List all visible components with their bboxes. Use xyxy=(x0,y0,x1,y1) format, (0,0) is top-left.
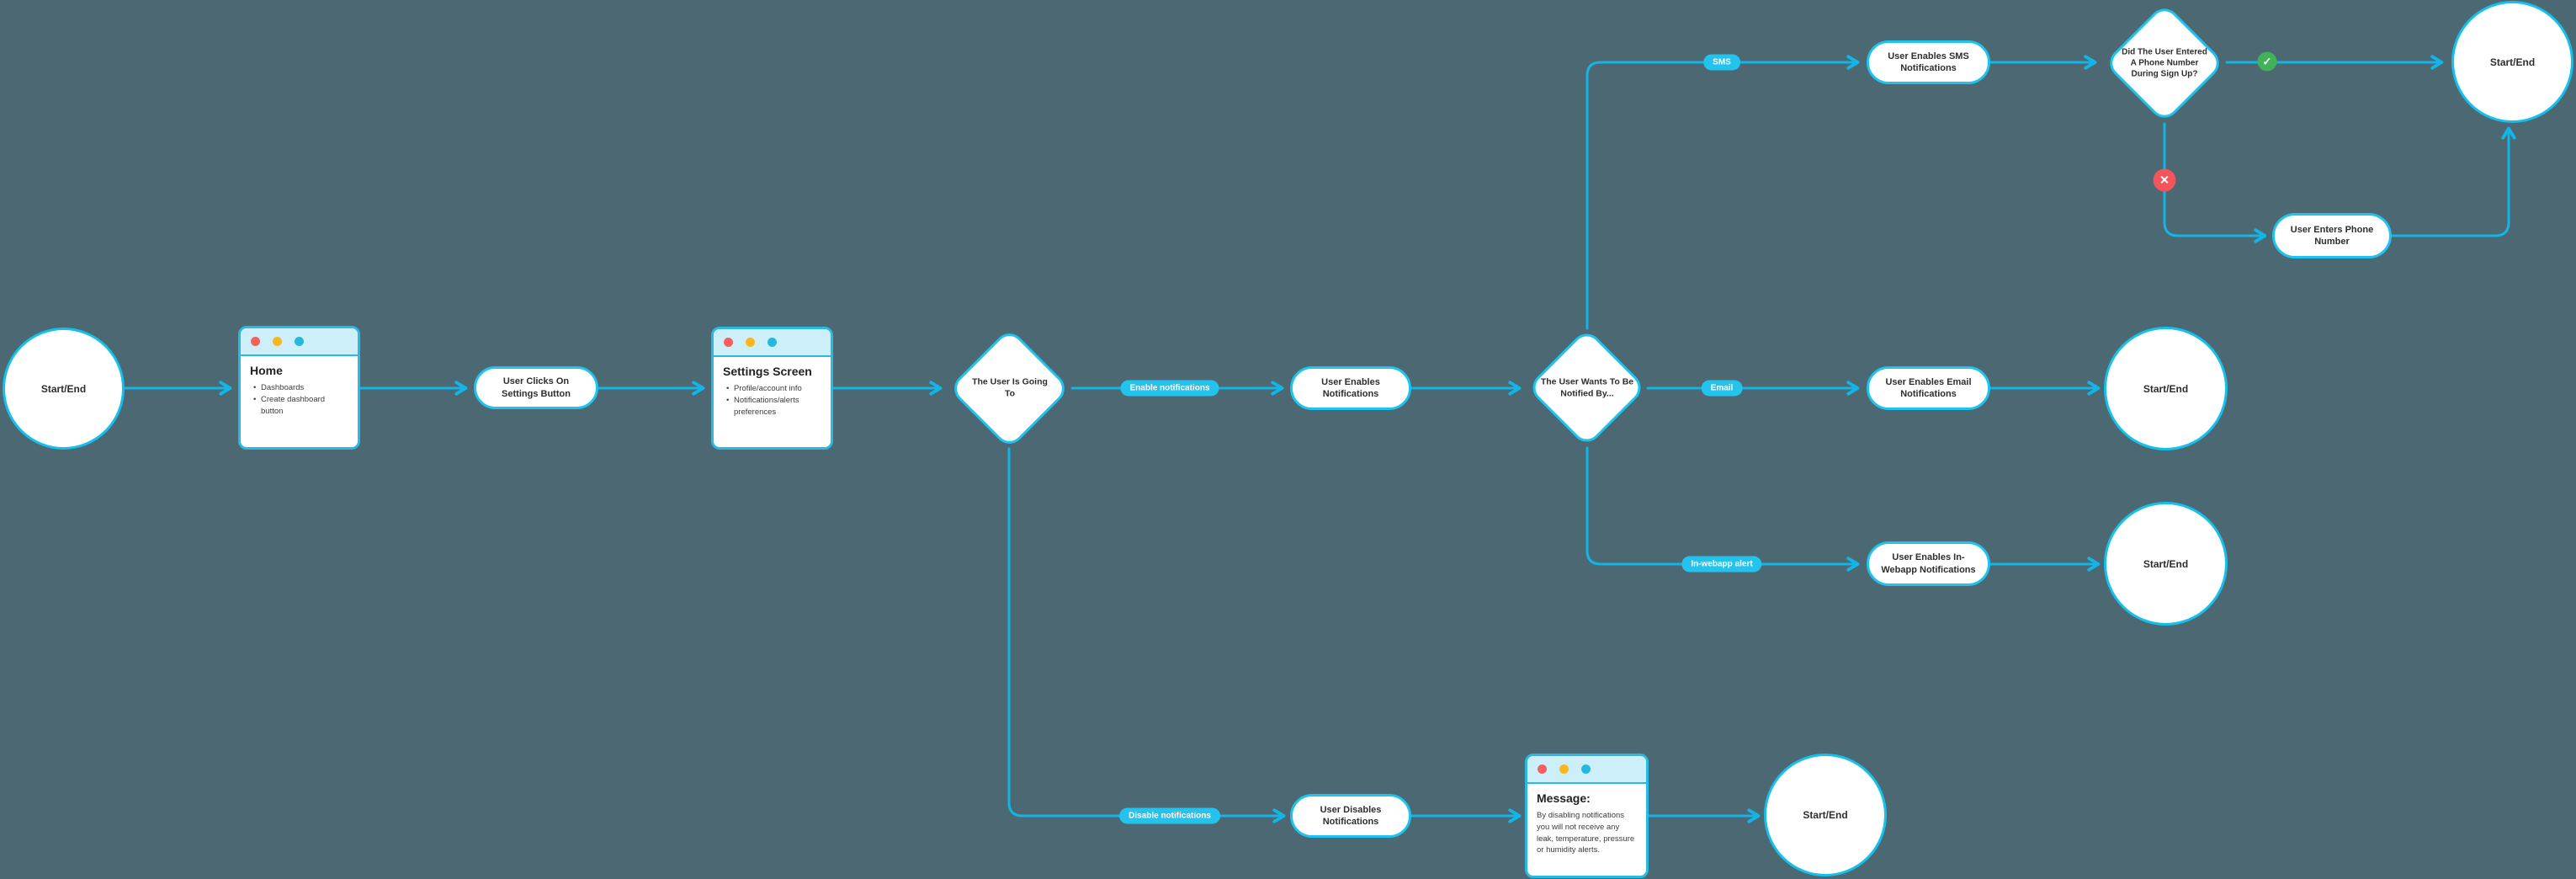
process-user-enables-webapp: User Enables In-Webapp Notifications xyxy=(1867,541,1990,586)
settings-window: Settings Screen Profile/account info Not… xyxy=(711,327,833,450)
node-label: User Enables Notifications xyxy=(1321,376,1380,399)
list-item: Profile/account info xyxy=(726,383,821,395)
message-window-title: Message: xyxy=(1537,791,1591,805)
message-window: Message: By disabling notifications you … xyxy=(1525,754,1649,878)
node-label: Start/End xyxy=(2143,382,2189,395)
edge-phone-to-end xyxy=(2390,126,2516,237)
edge-label-enable-notifications: Enable notifications xyxy=(1120,380,1219,397)
start-end-node-email: Start/End xyxy=(2104,327,2228,450)
edge-decision2-sms xyxy=(1585,55,1860,330)
home-window-title: Home xyxy=(250,364,283,377)
decision-label: The User Wants To Be Notified By... xyxy=(1540,376,1634,398)
cross-icon: ✕ xyxy=(2153,168,2176,192)
edge-label-email: Email xyxy=(1701,380,1743,397)
start-end-node-webapp: Start/End xyxy=(2104,502,2228,626)
start-end-node-sms: Start/End xyxy=(2451,1,2573,123)
window-dot-cyan-icon xyxy=(1581,764,1591,774)
start-end-node-disable: Start/End xyxy=(1764,754,1887,876)
home-window-list: Dashboards Create dashboard button xyxy=(250,382,348,417)
settings-window-titlebar xyxy=(714,329,831,357)
check-icon: ✓ xyxy=(2257,51,2277,72)
settings-window-list: Profile/account info Notifications/alert… xyxy=(723,383,821,418)
window-dot-yellow-icon xyxy=(1559,764,1569,774)
edge-decision2-webapp xyxy=(1585,446,1860,572)
window-dot-yellow-icon xyxy=(273,337,282,346)
node-label: User Clicks On Settings Button xyxy=(502,376,571,399)
decision-label: The User Is Going To xyxy=(972,376,1048,398)
node-label: User Enables SMS Notifications xyxy=(1888,51,1969,73)
node-label: User Enables In-Webapp Notifications xyxy=(1881,552,1976,575)
start-end-node-main: Start/End xyxy=(3,328,125,450)
message-window-body: By disabling notifications you will not … xyxy=(1537,811,1635,855)
process-user-enables-notifications: User Enables Notifications xyxy=(1290,366,1411,410)
node-label: Start/End xyxy=(40,382,87,395)
window-dot-cyan-icon xyxy=(767,338,777,347)
node-label: User Enables Email Notifications xyxy=(1885,376,1972,399)
process-user-disables-notifications: User Disables Notifications xyxy=(1290,794,1411,838)
window-dot-red-icon xyxy=(1538,764,1547,774)
window-dot-yellow-icon xyxy=(746,338,755,347)
edge-label-disable-notifications: Disable notifications xyxy=(1119,807,1220,824)
node-label: User Enters Phone Number xyxy=(2290,224,2374,247)
node-label: Start/End xyxy=(1803,809,1848,821)
decision-label: Did The User Entered A Phone Number Duri… xyxy=(2122,47,2207,79)
window-dot-cyan-icon xyxy=(295,337,304,346)
home-window: Home Dashboards Create dashboard button xyxy=(238,326,360,450)
message-window-titlebar xyxy=(1527,756,1646,784)
edge-decision1-disable xyxy=(1007,447,1286,823)
window-dot-red-icon xyxy=(251,337,260,346)
list-item: Notifications/alerts preferences xyxy=(726,395,821,418)
settings-window-title: Settings Screen xyxy=(723,365,812,378)
node-label: User Disables Notifications xyxy=(1320,804,1382,827)
edge-label-webapp-alert: In-webapp alert xyxy=(1681,556,1762,573)
home-window-titlebar xyxy=(241,328,358,356)
process-user-enters-phone: User Enters Phone Number xyxy=(2272,213,2392,258)
process-user-clicks-settings: User Clicks On Settings Button xyxy=(474,366,598,409)
edge-label-sms: SMS xyxy=(1703,54,1740,71)
list-item: Dashboards xyxy=(253,382,348,394)
list-item: Create dashboard button xyxy=(253,394,348,418)
node-label: Start/End xyxy=(2489,56,2536,68)
edge-decision3-no xyxy=(2163,122,2267,243)
process-user-enables-email: User Enables Email Notifications xyxy=(1867,366,1990,410)
process-user-enables-sms: User Enables SMS Notifications xyxy=(1867,40,1990,84)
window-dot-red-icon xyxy=(724,338,733,347)
node-label: Start/End xyxy=(2143,557,2189,570)
